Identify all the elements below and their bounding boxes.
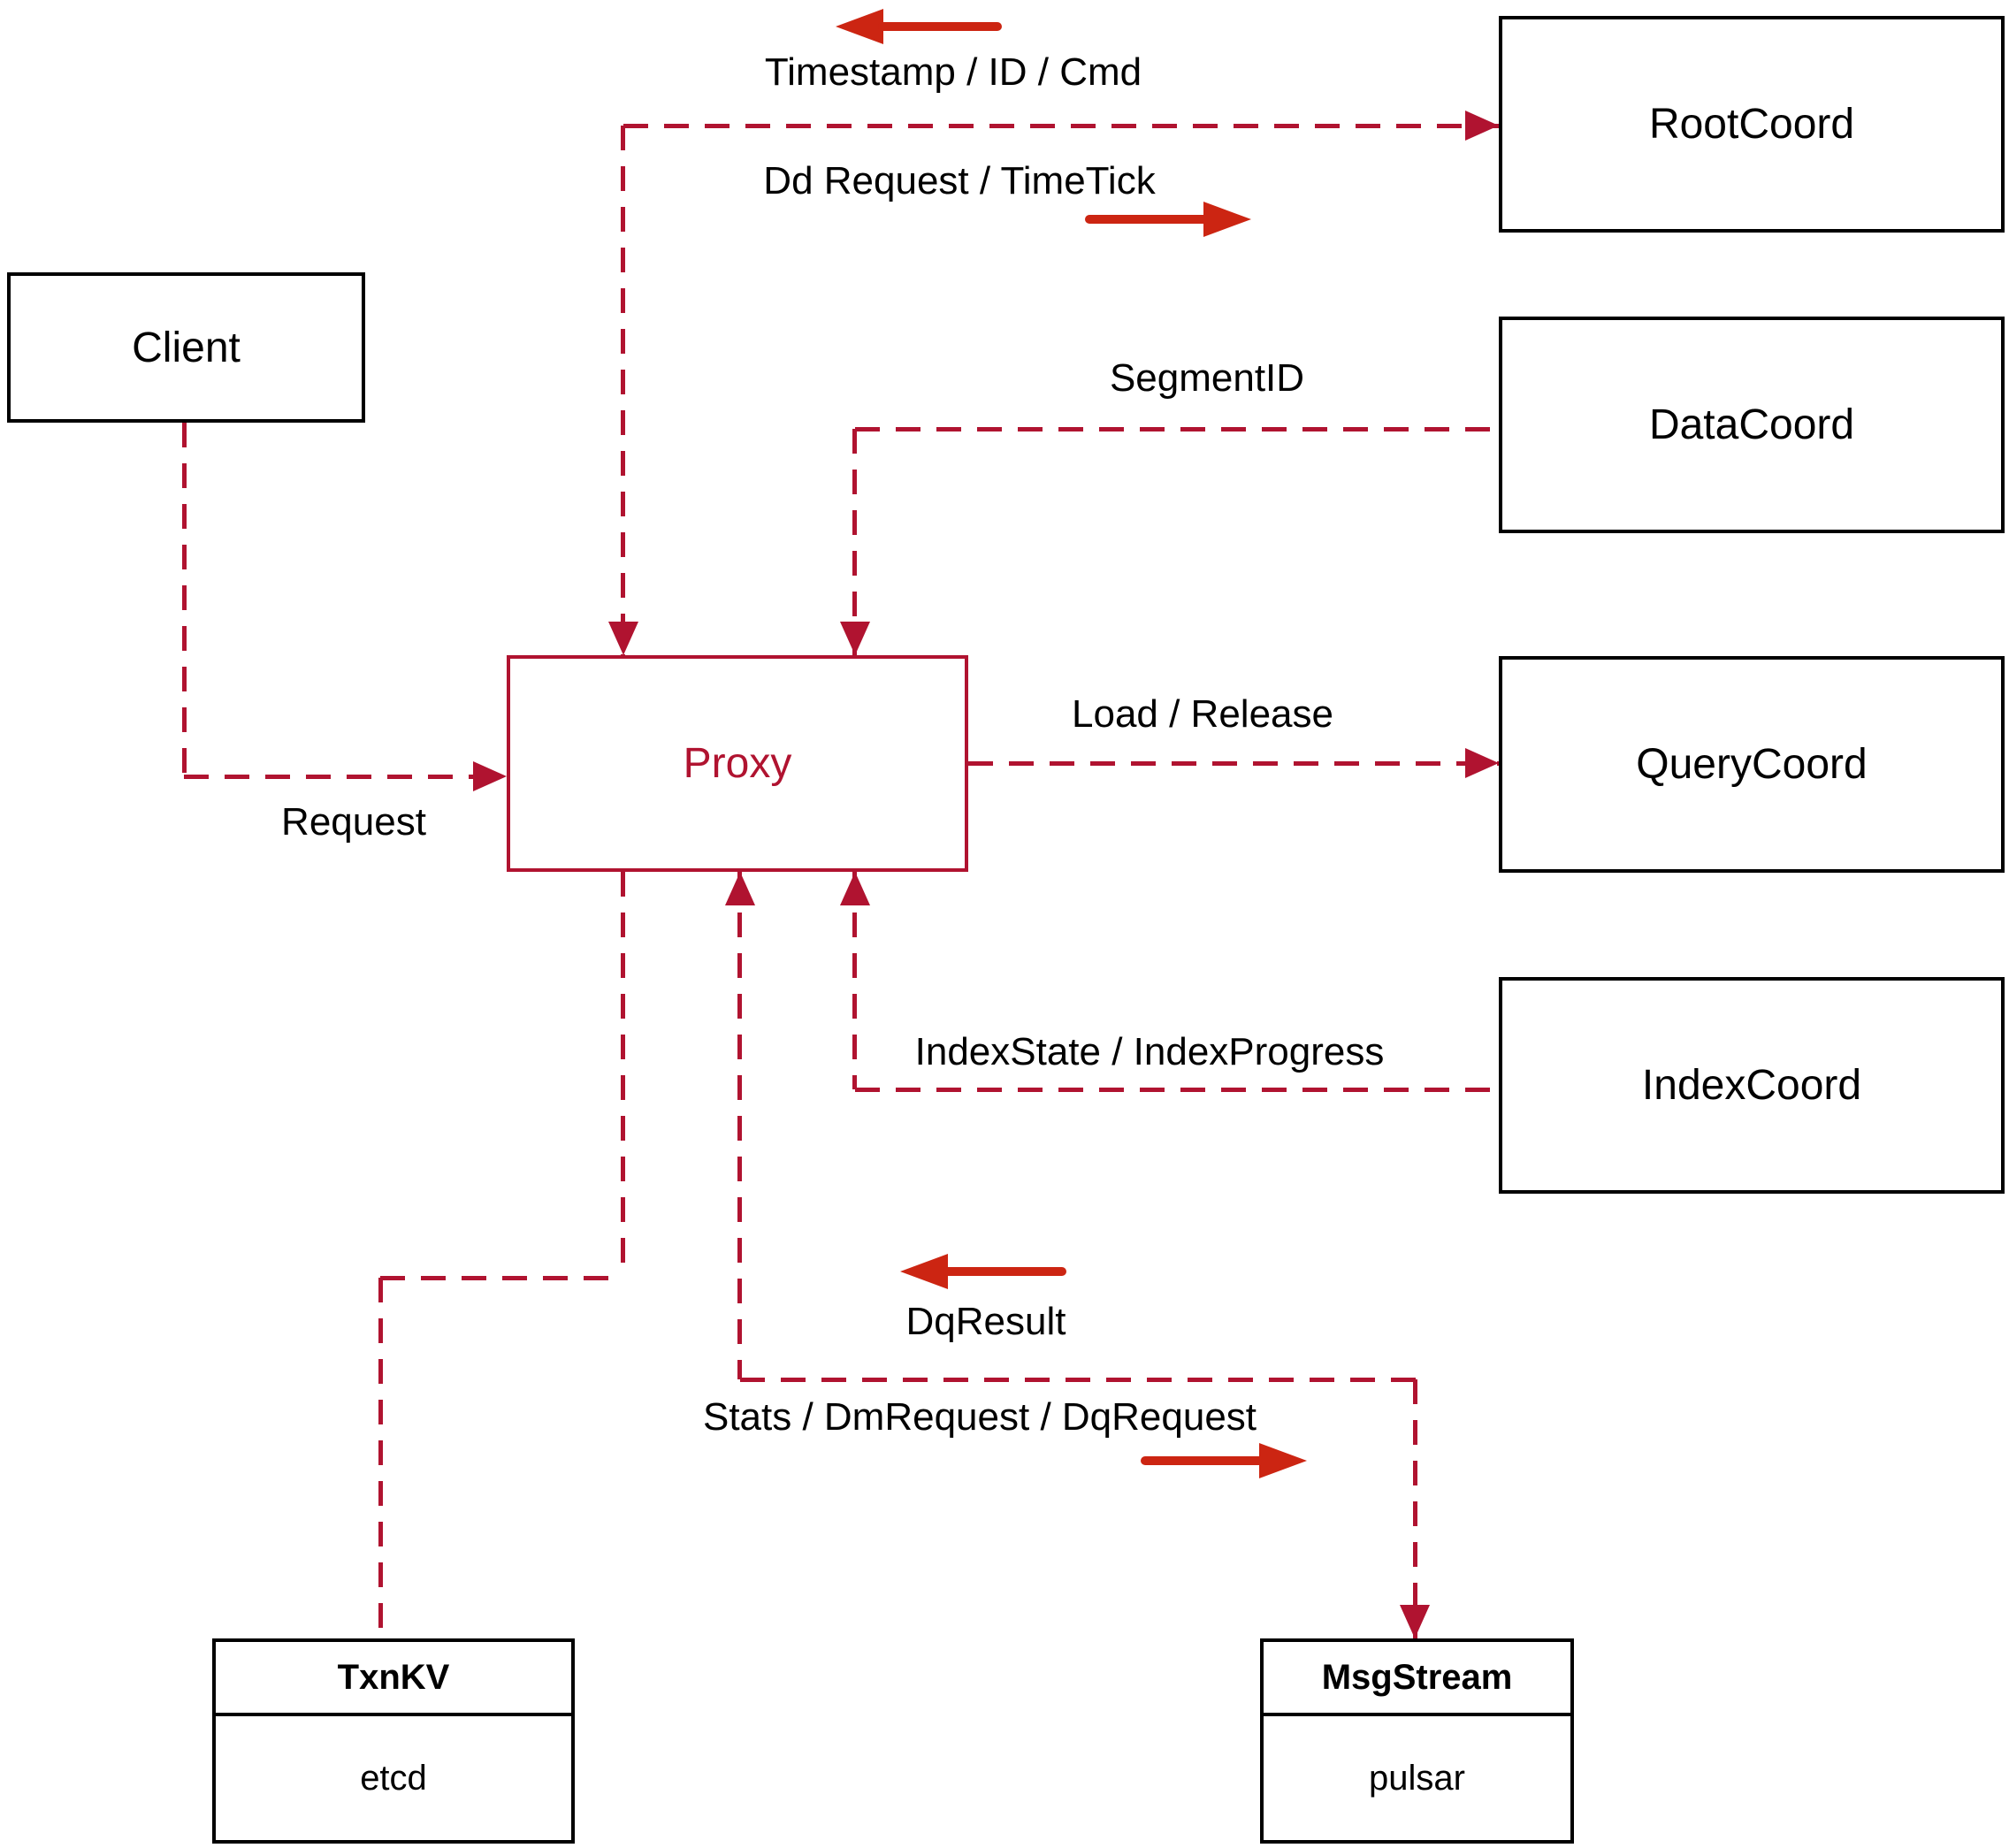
edge-proxy-msgstream-vline2 <box>1413 1379 1417 1638</box>
node-rootcoord-label: RootCoord <box>1648 101 1855 148</box>
arrowhead-into-querycoord-icon <box>1465 748 1499 778</box>
arrowhead-into-proxy-bottom-middle-icon <box>725 872 755 905</box>
edge-proxy-msgstream-vline1 <box>737 872 742 1379</box>
node-querycoord: QueryCoord <box>1499 656 2005 873</box>
node-datacoord-label: DataCoord <box>1648 401 1855 448</box>
edge-proxy-txnkv-hline <box>380 1276 623 1280</box>
node-txnkv: TxnKV etcd <box>212 1638 575 1844</box>
node-txnkv-subtitle: etcd <box>360 1758 427 1798</box>
node-msgstream-title: MsgStream <box>1264 1642 1570 1716</box>
edge-datacoord-proxy-vline <box>852 429 857 655</box>
arrowhead-into-proxy-left-icon <box>473 761 507 791</box>
arrowhead-into-proxy-bottom-right-icon <box>840 872 870 905</box>
edge-label-request: Request <box>281 800 426 844</box>
node-client: Client <box>7 272 365 423</box>
edge-label-dd-request-timetick: Dd Request / TimeTick <box>763 159 1156 202</box>
solid-arrow-left-dqresult-icon <box>900 1252 1068 1295</box>
edge-client-proxy-hline <box>184 775 507 779</box>
solid-arrow-right-icon <box>1083 200 1251 243</box>
solid-arrow-left-icon <box>836 7 1004 50</box>
arrowhead-into-proxy-top-left-icon <box>608 622 638 655</box>
node-indexcoord-label: IndexCoord <box>1641 1062 1862 1109</box>
node-indexcoord: IndexCoord <box>1499 977 2005 1194</box>
node-client-label: Client <box>132 324 241 371</box>
arrowhead-into-proxy-top-right-icon <box>840 622 870 655</box>
node-msgstream: MsgStream pulsar <box>1260 1638 1574 1844</box>
node-txnkv-title: TxnKV <box>216 1642 571 1716</box>
edge-datacoord-proxy-hline <box>855 427 1499 431</box>
node-rootcoord: RootCoord <box>1499 16 2005 233</box>
edge-proxy-msgstream-hline <box>740 1378 1417 1382</box>
edge-label-load-release: Load / Release <box>1072 692 1333 736</box>
edge-label-timestamp-id-cmd: Timestamp / ID / Cmd <box>764 50 1142 94</box>
node-proxy-label: Proxy <box>683 740 792 787</box>
edge-proxy-txnkv-vline1 <box>621 872 625 1278</box>
edge-label-stats-dmrequest-dqrequest: Stats / DmRequest / DqRequest <box>702 1395 1257 1439</box>
edge-label-indexstate-indexprogress: IndexState / IndexProgress <box>914 1030 1385 1073</box>
edge-proxy-querycoord-hline <box>968 761 1499 766</box>
edge-indexcoord-proxy-vline <box>852 872 857 1089</box>
arrowhead-into-rootcoord-icon <box>1465 111 1499 141</box>
node-querycoord-label: QueryCoord <box>1636 741 1868 788</box>
edge-proxy-rootcoord-hline <box>623 124 1499 128</box>
edge-indexcoord-proxy-hline <box>855 1088 1499 1092</box>
node-msgstream-subtitle: pulsar <box>1369 1758 1465 1798</box>
edge-label-dqresult: DqResult <box>905 1300 1066 1343</box>
edge-label-segmentid: SegmentID <box>1109 356 1305 400</box>
solid-arrow-right-dqrequest-icon <box>1139 1441 1307 1485</box>
arrowhead-into-msgstream-icon <box>1400 1605 1430 1638</box>
edge-proxy-rootcoord-vline <box>621 126 625 655</box>
node-proxy: Proxy <box>507 655 968 872</box>
node-datacoord: DataCoord <box>1499 317 2005 533</box>
edge-proxy-txnkv-vline2 <box>378 1278 383 1638</box>
edge-client-proxy-vline <box>182 423 187 776</box>
